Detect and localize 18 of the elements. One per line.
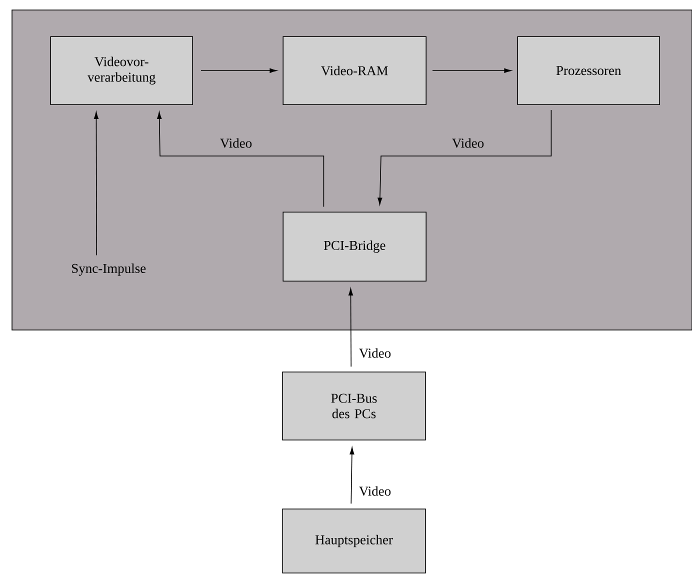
signal-label: Sync-Impulse bbox=[72, 263, 146, 276]
arrow bbox=[432, 68, 512, 73]
arrow bbox=[348, 288, 354, 367]
arrow bbox=[94, 112, 99, 256]
block-box: PCI-Bus des PCs bbox=[282, 372, 426, 440]
edge-label: Video bbox=[220, 138, 252, 148]
block-box: Videovor- verarbeitung bbox=[50, 36, 193, 105]
arrow bbox=[157, 112, 324, 208]
edge-label: Video bbox=[452, 138, 484, 148]
block-box: PCI-Bridge bbox=[282, 212, 426, 282]
edge-label: Video bbox=[359, 348, 391, 358]
block-box: Prozessoren bbox=[517, 36, 660, 105]
arrow bbox=[200, 68, 277, 73]
arrow bbox=[350, 447, 354, 504]
arrow bbox=[378, 110, 552, 205]
block-box: Video-RAM bbox=[282, 36, 426, 105]
block-box: Hauptspeicher bbox=[282, 508, 426, 574]
edge-label: Video bbox=[359, 486, 391, 496]
